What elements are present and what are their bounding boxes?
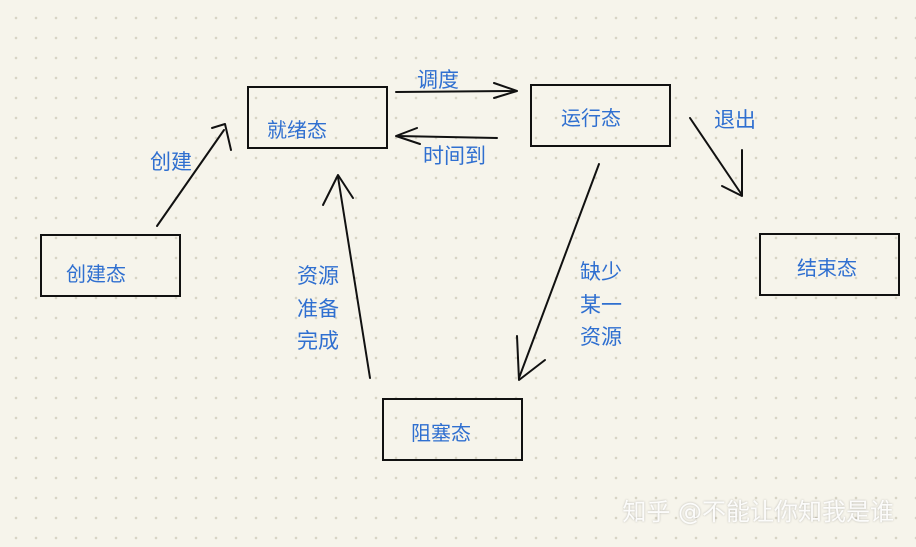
arrow-timeout — [396, 135, 498, 139]
arrowhead-dispatch — [493, 82, 518, 99]
arrowhead-timeout — [395, 127, 421, 145]
arrow-create — [156, 129, 225, 227]
arrow-wait — [518, 163, 600, 379]
state-box-terminated — [759, 233, 900, 296]
edge-label-wait-line-1: 缺少 — [580, 260, 622, 284]
edge-label-wakeup-line-3: 完成 — [297, 329, 339, 354]
state-box-blocked — [382, 398, 523, 461]
state-box-new — [40, 234, 181, 297]
edge-label-wakeup-line-2: 准备 — [297, 296, 339, 321]
state-label-running: 运行态 — [561, 106, 621, 130]
arrowhead-exit — [721, 149, 743, 197]
state-label-ready: 就绪态 — [267, 118, 327, 142]
arrowhead-create — [211, 123, 232, 151]
edge-label-wakeup-line-1: 资源 — [297, 264, 339, 288]
state-label-blocked: 阻塞态 — [411, 421, 471, 445]
edge-label-timeout: 时间到 — [423, 144, 486, 168]
edge-label-wakeup: 资源 准备 完成 — [297, 260, 339, 358]
state-label-terminated: 结束态 — [797, 256, 857, 280]
arrow-exit — [689, 117, 743, 196]
edge-label-wait-line-3: 资源 — [580, 325, 622, 350]
edge-label-dispatch: 调度 — [417, 68, 459, 92]
state-box-running — [530, 84, 671, 147]
state-box-ready — [247, 86, 388, 149]
watermark: 知乎 @不能让你知我是谁 — [622, 498, 894, 526]
state-label-new: 创建态 — [66, 262, 126, 286]
arrowhead-wait — [516, 335, 546, 381]
edge-label-exit: 退出 — [714, 108, 756, 132]
edge-label-create: 创建 — [150, 150, 192, 174]
arrow-wakeup — [337, 176, 371, 379]
arrow-dispatch — [395, 90, 517, 93]
edge-label-wait: 缺少 某一 资源 — [580, 256, 622, 354]
edge-label-wait-line-2: 某一 — [580, 292, 622, 317]
arrowhead-wakeup — [322, 174, 354, 206]
